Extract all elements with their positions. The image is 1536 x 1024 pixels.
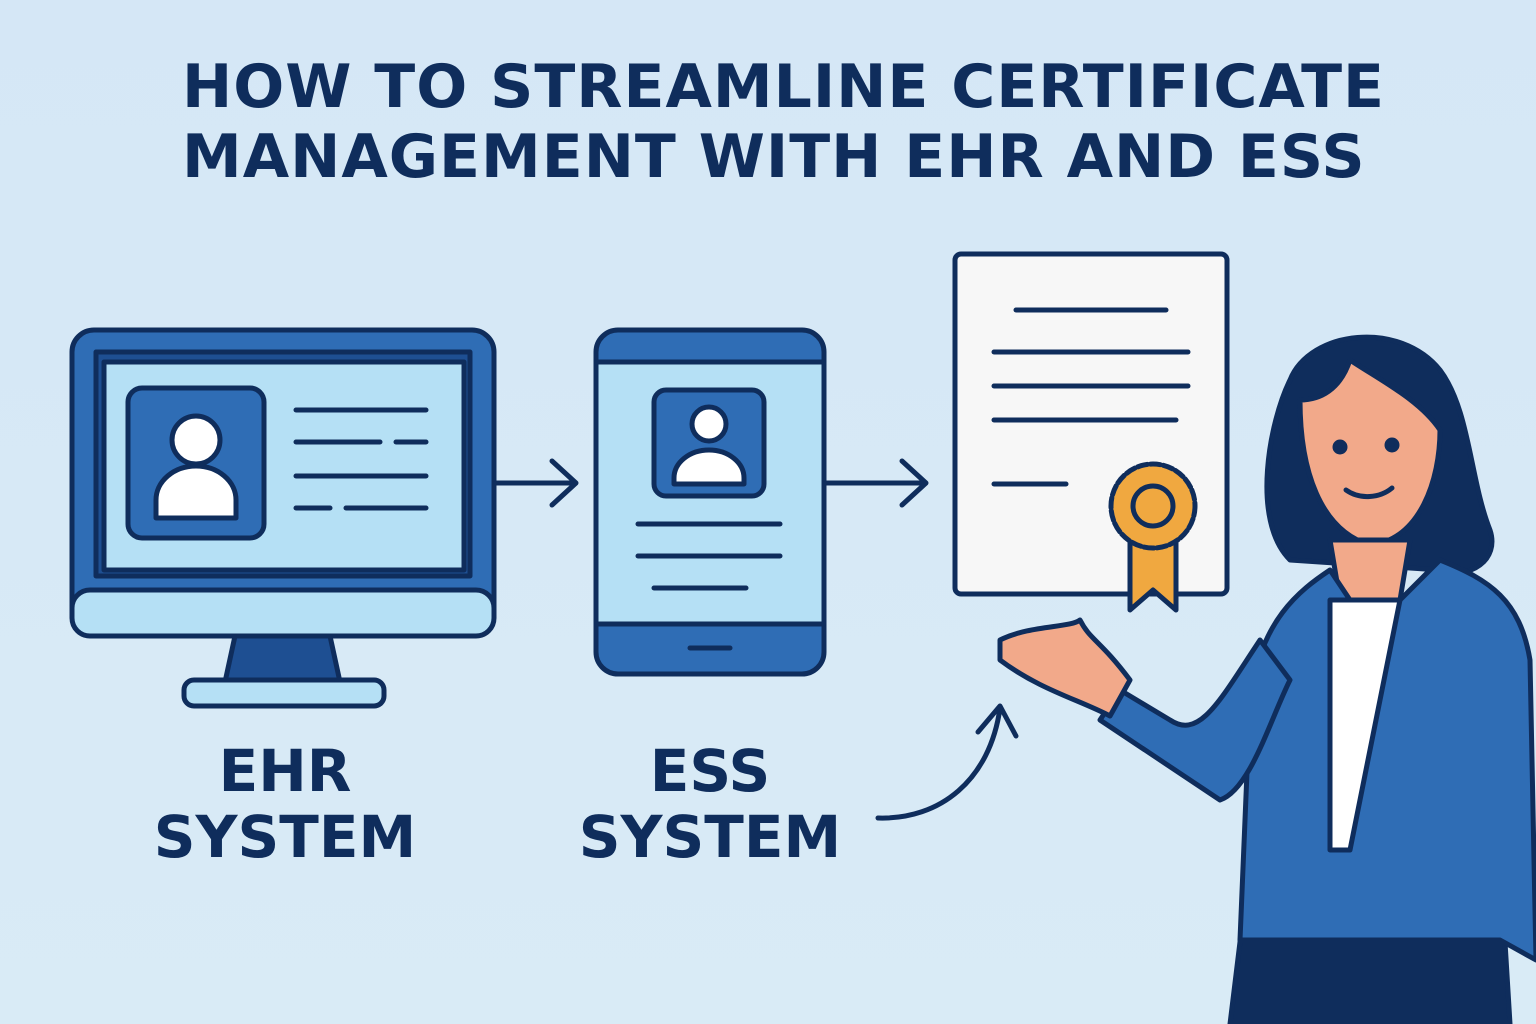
woman-illustration	[997, 334, 1536, 1024]
ess-label-line-2: SYSTEM	[578, 803, 842, 871]
arrow-icon	[493, 458, 579, 508]
ess-system-label: ESS SYSTEM	[565, 738, 855, 870]
ehr-label-line-2: SYSTEM	[153, 803, 417, 871]
tablet-icon	[593, 327, 827, 677]
arrow-icon	[823, 458, 929, 508]
title-line-2: MANAGEMENT WITH EHR AND ESS	[182, 122, 1366, 192]
monitor-icon	[69, 327, 497, 709]
title-line-1: HOW TO STREAMLINE CERTIFICATE	[182, 52, 1386, 122]
ehr-system-label: EHR SYSTEM	[140, 738, 430, 870]
certificate-icon	[952, 251, 1230, 613]
curved-arrow-icon	[875, 703, 1019, 821]
page-title: HOW TO STREAMLINE CERTIFICATE MANAGEMENT…	[182, 52, 1385, 192]
ehr-label-line-1: EHR	[218, 737, 352, 805]
ess-label-line-1: ESS	[649, 737, 771, 805]
